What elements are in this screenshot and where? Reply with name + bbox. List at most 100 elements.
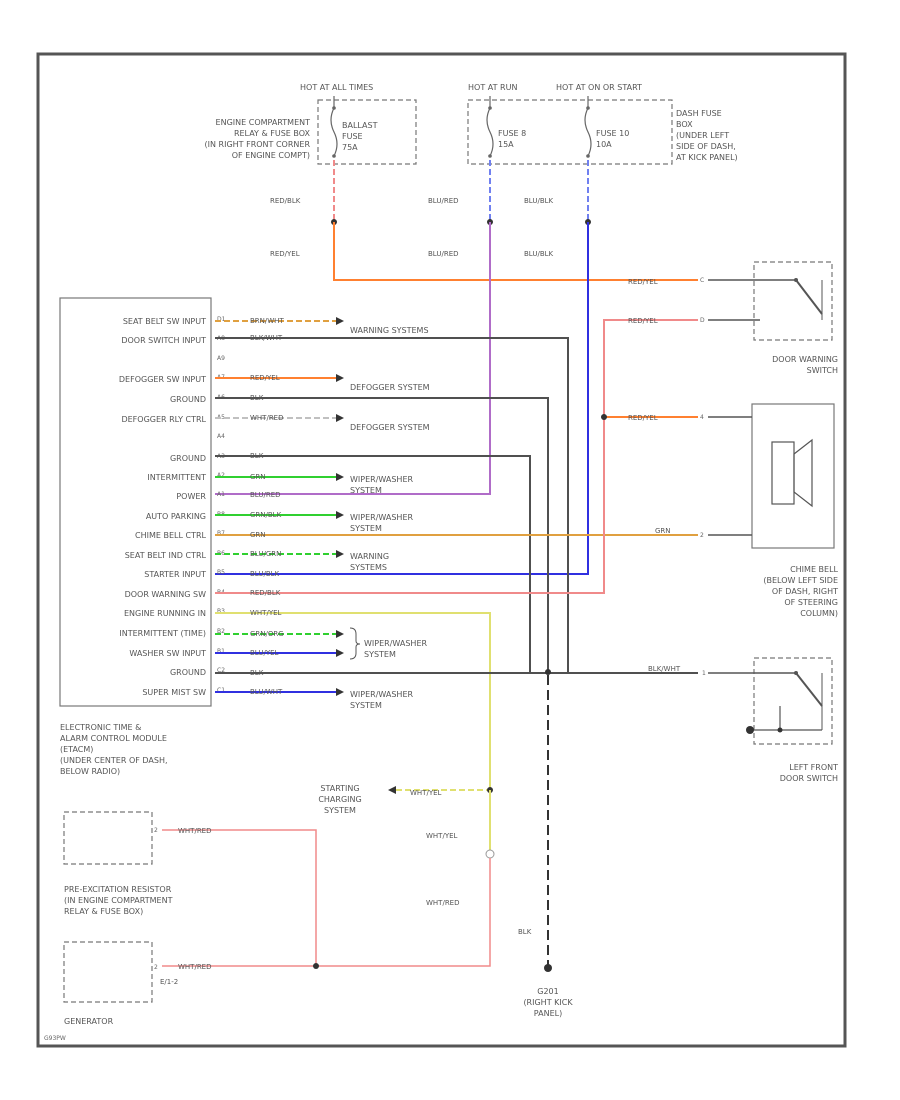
wire-blk-ground-a3 xyxy=(215,455,531,672)
svg-text:ENGINE COMPARTMENT: ENGINE COMPARTMENT xyxy=(216,118,311,127)
svg-text:10A: 10A xyxy=(596,140,612,149)
svg-text:STARTING: STARTING xyxy=(320,784,359,793)
svg-text:OF DASH, RIGHT: OF DASH, RIGHT xyxy=(772,587,838,596)
svg-text:BLK: BLK xyxy=(518,928,532,936)
left-front-door-switch: 1 LEFT FRONT DOOR SWITCH xyxy=(702,657,838,783)
chime-bell: 4 2 CHIME BELL (BELOW LEFT SIDE OF DASH,… xyxy=(700,403,839,618)
module-pin-label: B7 xyxy=(217,530,225,537)
svg-text:PRE-EXCITATION RESISTOR: PRE-EXCITATION RESISTOR xyxy=(64,885,172,894)
module-input-label: DEFOGGER SW INPUT xyxy=(119,375,206,384)
svg-text:C: C xyxy=(700,277,704,284)
svg-text:DASH FUSE: DASH FUSE xyxy=(676,109,722,118)
starting-charging-section: STARTING CHARGING SYSTEM WHT/YEL WHT/YEL… xyxy=(63,784,495,1026)
svg-text:DOOR SWITCH: DOOR SWITCH xyxy=(780,774,838,783)
module-pin-label: C2 xyxy=(217,667,225,674)
svg-text:BLU/RED: BLU/RED xyxy=(250,491,281,499)
svg-text:SYSTEMS: SYSTEMS xyxy=(350,563,387,572)
svg-text:RED/YEL: RED/YEL xyxy=(628,414,658,422)
svg-text:BELOW RADIO): BELOW RADIO) xyxy=(60,767,120,776)
power-section: HOT AT ALL TIMES HOT AT RUN HOT AT ON OR… xyxy=(205,83,738,575)
svg-text:LEFT FRONT: LEFT FRONT xyxy=(789,763,838,772)
svg-text:BLU/WHT: BLU/WHT xyxy=(250,688,283,696)
label-blu-blk-mid: BLU/BLK xyxy=(524,250,554,258)
hot-at-run-label: HOT AT RUN xyxy=(468,83,517,92)
svg-text:WHT/RED: WHT/RED xyxy=(250,414,284,422)
module-pin-label: A9 xyxy=(217,355,225,362)
svg-text:SYSTEM: SYSTEM xyxy=(364,650,396,659)
relay-box-outline xyxy=(317,99,417,165)
module-pin-label: D1 xyxy=(217,316,226,323)
module-pin-label: B2 xyxy=(217,628,225,635)
module-pin-label: B1 xyxy=(217,648,225,655)
svg-text:BLK: BLK xyxy=(250,452,264,460)
svg-text:WHT/YEL: WHT/YEL xyxy=(410,789,442,797)
module-input-label: CHIME BELL CTRL xyxy=(135,531,206,540)
svg-text:GRN: GRN xyxy=(655,527,671,535)
generator-label: GENERATOR xyxy=(64,1017,114,1026)
wire-blu-blk-run xyxy=(215,222,589,575)
svg-text:BLU/GRN: BLU/GRN xyxy=(250,550,281,558)
svg-text:ELECTRONIC TIME &: ELECTRONIC TIME & xyxy=(60,723,141,732)
svg-text:RED/BLK: RED/BLK xyxy=(250,589,281,597)
defogger-system-label-1: DEFOGGER SYSTEM xyxy=(350,383,430,392)
label-blu-red-top: BLU/RED xyxy=(428,197,459,205)
svg-text:CHIME BELL: CHIME BELL xyxy=(790,565,838,574)
svg-text:SYSTEM: SYSTEM xyxy=(350,701,382,710)
svg-text:DOOR WARNING: DOOR WARNING xyxy=(772,355,838,364)
module-pin-label: C1 xyxy=(217,687,225,694)
wire-blk-wht xyxy=(215,337,698,674)
module-input-label: INTERMITTENT xyxy=(147,473,206,482)
wire-red-blk-run xyxy=(215,319,698,594)
svg-text:BLK/WHT: BLK/WHT xyxy=(250,334,283,342)
label-blu-red-mid: BLU/RED xyxy=(428,250,459,258)
svg-text:(RIGHT KICK: (RIGHT KICK xyxy=(523,998,573,1007)
module-input-label: SUPER MIST SW xyxy=(142,688,206,697)
svg-text:SYSTEM: SYSTEM xyxy=(350,486,382,495)
svg-text:SYSTEM: SYSTEM xyxy=(350,524,382,533)
svg-text:2: 2 xyxy=(154,964,158,971)
module-input-label: DOOR SWITCH INPUT xyxy=(121,336,206,345)
svg-text:D: D xyxy=(700,317,705,324)
door-warning-switch: C D DOOR WARNING SWITCH xyxy=(700,261,838,375)
module-input-label: POWER xyxy=(176,492,206,501)
hot-at-on-label: HOT AT ON OR START xyxy=(556,83,642,92)
starting-caption: STARTING CHARGING SYSTEM xyxy=(318,784,361,815)
module-input-label: SEAT BELT SW INPUT xyxy=(123,317,206,326)
svg-text:OF ENGINE COMPT): OF ENGINE COMPT) xyxy=(232,151,310,160)
hot-at-all-times-label: HOT AT ALL TIMES xyxy=(300,83,373,92)
svg-text:PANEL): PANEL) xyxy=(534,1009,562,1018)
svg-text:GRN: GRN xyxy=(250,531,266,539)
wiper-washer-label-4: WIPER/WASHER xyxy=(350,690,413,699)
wire-blu-red-run xyxy=(215,222,491,495)
wire-red-yel-main xyxy=(333,222,698,281)
module-input-label: WASHER SW INPUT xyxy=(129,649,206,658)
label-red-yel-top: RED/YEL xyxy=(270,250,300,258)
svg-text:SWITCH: SWITCH xyxy=(807,366,838,375)
svg-text:G201: G201 xyxy=(537,987,558,996)
warning-systems-label: WARNING SYSTEMS xyxy=(350,326,429,335)
svg-text:GRN: GRN xyxy=(250,473,266,481)
diagram-code: G93PW xyxy=(44,1035,66,1042)
pre-excitation-resistor xyxy=(63,811,153,865)
module-input-label: STARTER INPUT xyxy=(144,570,206,579)
svg-text:(IN RIGHT FRONT CORNER: (IN RIGHT FRONT CORNER xyxy=(205,140,311,149)
module-input-labels: SEAT BELT SW INPUT DOOR SWITCH INPUT DEFOG… xyxy=(119,317,207,697)
svg-text:WHT/RED: WHT/RED xyxy=(426,899,460,907)
module-pin-label: A1 xyxy=(217,491,225,498)
relay-box-caption: ENGINE COMPARTMENT RELAY & FUSE BOX (IN … xyxy=(205,118,311,160)
module-caption: ELECTRONIC TIME & ALARM CONTROL MODULE (… xyxy=(60,723,168,776)
svg-text:(IN ENGINE COMPARTMENT: (IN ENGINE COMPARTMENT xyxy=(64,896,173,905)
wire-wht-yel xyxy=(215,612,491,790)
svg-text:15A: 15A xyxy=(498,140,514,149)
svg-text:SYSTEM: SYSTEM xyxy=(324,806,356,815)
ballast-fuse: BALLAST FUSE 75A xyxy=(330,96,378,158)
label-blu-blk-top: BLU/BLK xyxy=(524,197,554,205)
fuse-box-outline xyxy=(467,99,673,165)
wiper-washer-label-1: WIPER/WASHER xyxy=(350,475,413,484)
svg-text:RED/YEL: RED/YEL xyxy=(628,278,658,286)
svg-text:E/1-2: E/1-2 xyxy=(160,978,178,986)
fuse-8: FUSE 8 15A xyxy=(486,96,526,158)
svg-text:WHT/YEL: WHT/YEL xyxy=(250,609,282,617)
svg-text:CHARGING: CHARGING xyxy=(318,795,361,804)
svg-text:(ETACM): (ETACM) xyxy=(60,745,93,754)
